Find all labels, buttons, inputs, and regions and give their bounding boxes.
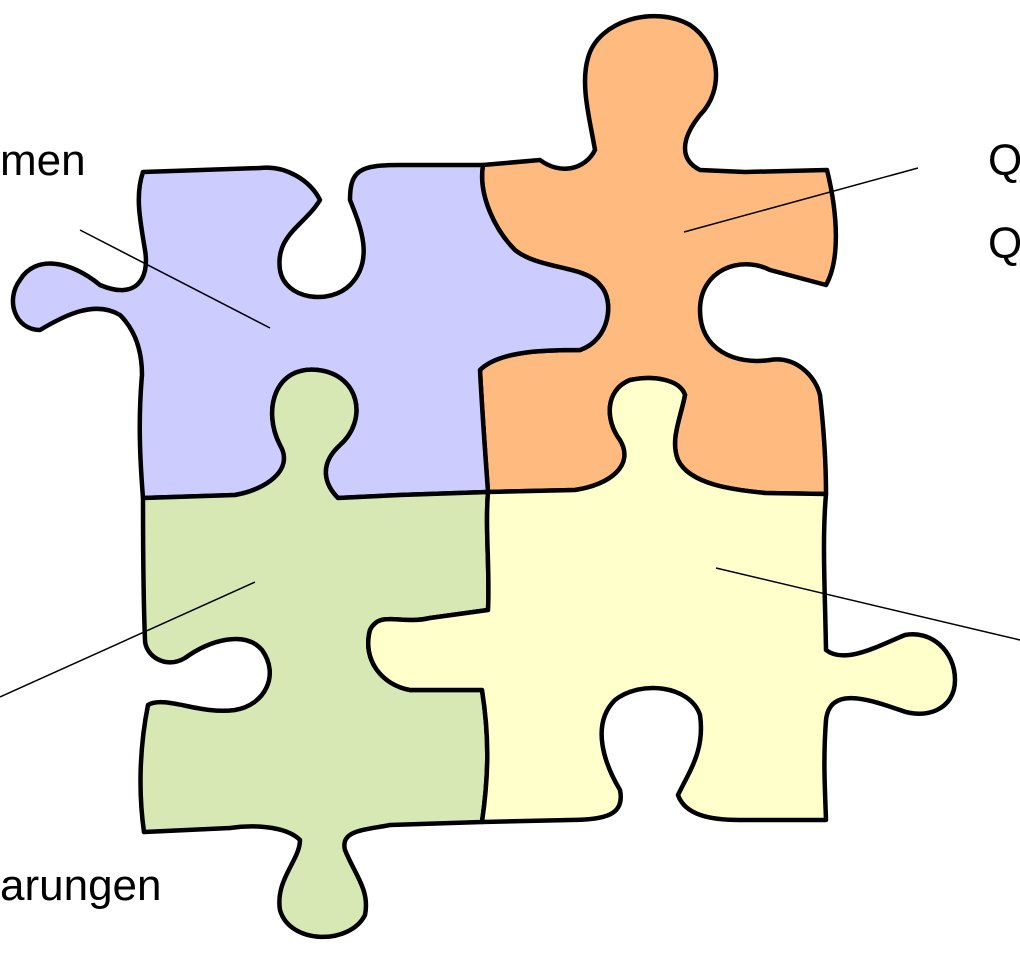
yellow-puzzle-piece [366, 375, 958, 825]
label-bottom-left: arungen [0, 861, 161, 910]
label-top-left: men [0, 136, 86, 185]
leader-line-orange [683, 167, 919, 233]
leader-line-blue [79, 229, 271, 329]
label-top-right-line2: Q [988, 219, 1020, 268]
leader-line-yellow [715, 567, 1020, 641]
green-puzzle-piece [138, 367, 491, 940]
leader-line-green [0, 581, 256, 698]
label-top-right-line1: Q [988, 136, 1020, 185]
